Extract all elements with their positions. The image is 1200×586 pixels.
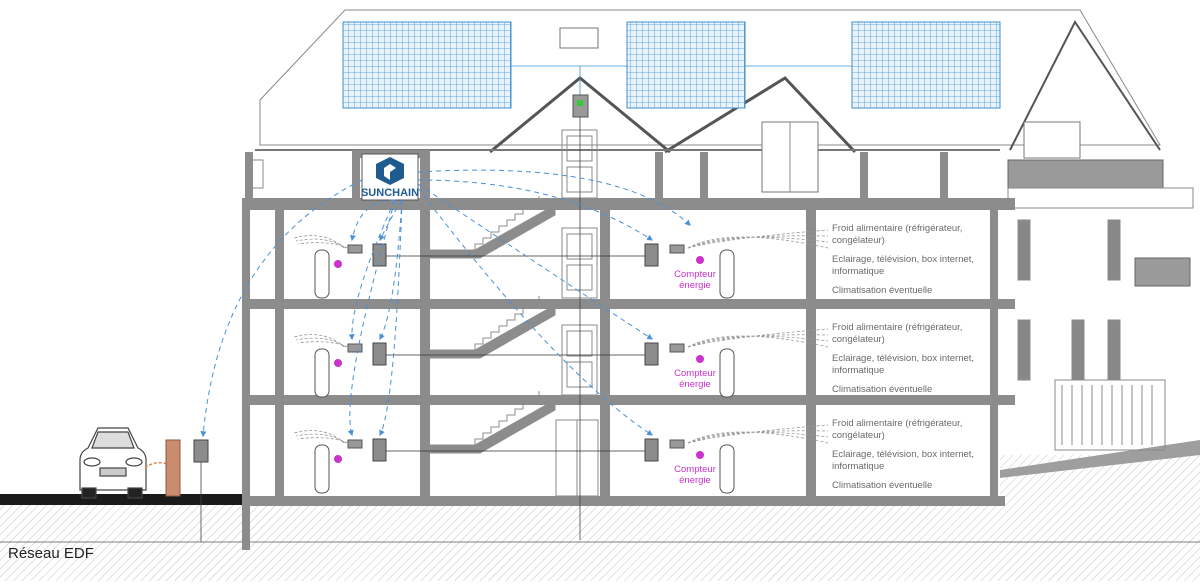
water-heater-icon	[314, 249, 330, 299]
water-heater-icon	[719, 444, 735, 494]
electrical-panel-icon	[644, 243, 659, 267]
link-charger	[200, 179, 363, 438]
load-label: Climatisation éventuelle	[832, 384, 932, 395]
electrical-panel-icon	[372, 438, 387, 462]
doors	[555, 129, 599, 497]
water-heater-icon	[719, 249, 735, 299]
meter-label: énergie	[679, 475, 711, 486]
load-label: Eclairage, télévision, box internet,	[832, 449, 974, 460]
building-structure	[242, 150, 1015, 550]
load-wave	[687, 328, 829, 348]
sunchain-links	[200, 169, 691, 438]
load-wave	[687, 431, 829, 444]
load-wave	[687, 334, 829, 348]
load-label: Froid alimentaire (réfrigérateur,	[832, 223, 962, 234]
link-right	[417, 183, 654, 340]
water-heater-icon	[314, 348, 330, 398]
load-wave	[295, 433, 347, 444]
electrical-panel-icon	[644, 342, 659, 366]
electrical-panel-icon	[193, 439, 209, 463]
staircase	[429, 196, 556, 454]
load-label: Froid alimentaire (réfrigérateur,	[832, 418, 962, 429]
link-panel	[379, 199, 403, 242]
load-label: informatique	[832, 461, 884, 472]
link-left	[347, 199, 396, 437]
electric-car-icon	[79, 427, 147, 499]
load-label: Eclairage, télévision, box internet,	[832, 254, 974, 265]
load-wave	[295, 238, 347, 249]
load-wave	[687, 431, 829, 444]
load-wave	[295, 337, 347, 348]
meter-dot	[334, 260, 342, 268]
load-label: Climatisation éventuelle	[832, 285, 932, 296]
solar-panel-icon	[342, 21, 1001, 118]
electrical-panel-icon	[644, 438, 659, 462]
meter-box	[347, 244, 363, 254]
meter-label: Compteur	[674, 269, 716, 280]
sunchain-logo-icon	[361, 153, 419, 201]
load-label: informatique	[832, 266, 884, 277]
meter-dot	[696, 451, 704, 459]
meter-dot	[334, 455, 342, 463]
road	[0, 494, 245, 505]
meter-box	[669, 244, 685, 254]
right-wing	[247, 159, 1194, 451]
meter-box	[347, 439, 363, 449]
meter-label: énergie	[679, 379, 711, 390]
meter-label: Compteur	[674, 464, 716, 475]
load-wave	[293, 235, 345, 249]
ground	[0, 440, 1200, 581]
water-heater-icon	[314, 444, 330, 494]
meter-label: énergie	[679, 280, 711, 291]
meter-box	[669, 343, 685, 353]
load-label: congélateur)	[832, 430, 885, 441]
meter-label: Compteur	[674, 368, 716, 379]
load-wave	[293, 334, 345, 348]
grid-label: Réseau EDF	[8, 545, 94, 562]
link-right	[417, 179, 654, 241]
link-panel	[379, 199, 403, 341]
link-left	[350, 199, 396, 242]
meter-box	[669, 439, 685, 449]
load-wave	[687, 424, 829, 444]
water-heater-icon	[719, 348, 735, 398]
load-wave	[687, 335, 829, 348]
load-label: Eclairage, télévision, box internet,	[832, 353, 974, 364]
charging-station	[165, 439, 181, 497]
meter-dot	[334, 359, 342, 367]
load-label: informatique	[832, 365, 884, 376]
load-wave	[297, 341, 349, 348]
load-wave	[687, 236, 829, 249]
load-wave	[687, 430, 829, 444]
load-label: Froid alimentaire (réfrigérateur,	[832, 322, 962, 333]
meter-box	[347, 343, 363, 353]
meter-dot	[696, 355, 704, 363]
load-wave	[297, 437, 349, 444]
link-left	[348, 199, 396, 341]
meter-dot	[696, 256, 704, 264]
link-right	[417, 187, 654, 436]
load-wave	[293, 430, 345, 444]
link-top	[417, 169, 691, 226]
electrical-panel-icon	[372, 342, 387, 366]
load-label: Climatisation éventuelle	[832, 480, 932, 491]
load-wave	[297, 242, 349, 249]
load-wave	[687, 236, 829, 249]
load-wave	[687, 235, 829, 249]
link-panel	[379, 199, 403, 437]
load-wave	[687, 335, 829, 348]
load-label: congélateur)	[832, 334, 885, 345]
brand-name: SUNCHAIN	[361, 187, 419, 199]
load-label: congélateur)	[832, 235, 885, 246]
load-wave	[687, 229, 829, 249]
